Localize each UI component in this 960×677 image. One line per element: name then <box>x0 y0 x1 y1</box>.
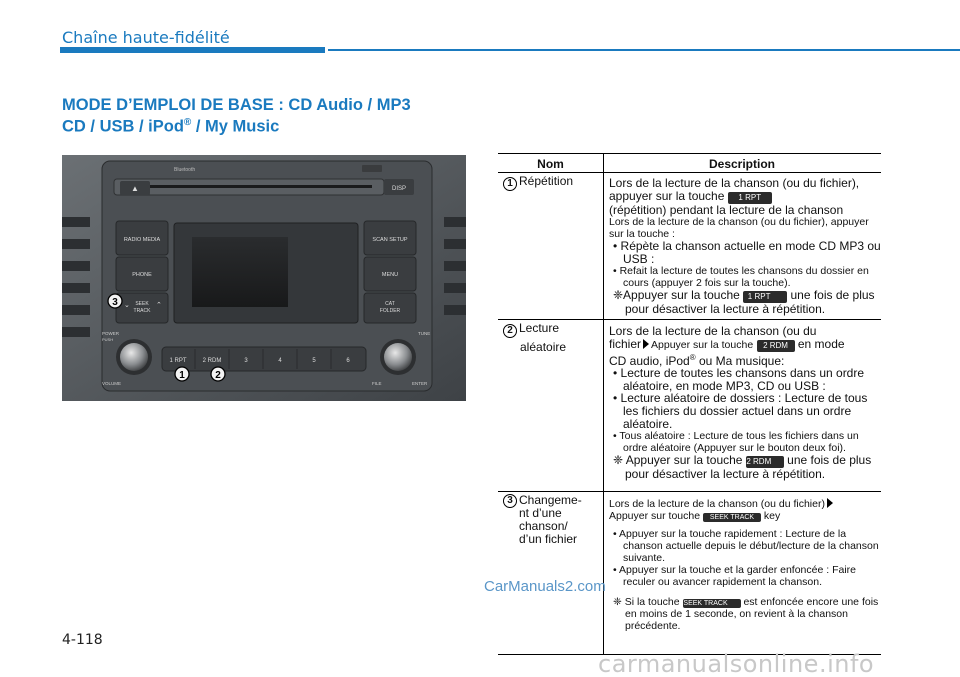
audio-unit-photo: Bluetooth ▲ DISP RADIO MEDIA PHONE SEEK … <box>62 155 466 401</box>
svg-text:TRACK: TRACK <box>134 308 152 314</box>
svg-text:CAT: CAT <box>385 301 395 307</box>
table-column-divider <box>603 153 604 655</box>
svg-text:2: 2 <box>215 370 221 381</box>
svg-text:MENU: MENU <box>382 272 398 278</box>
chapter-title: Chaîne haute-fidélité <box>62 28 230 47</box>
section-title: MODE D’EMPLOI DE BASE : CD Audio / MP3 C… <box>62 96 482 136</box>
section-title-line1: MODE D’EMPLOI DE BASE : CD Audio / MP3 <box>62 96 411 114</box>
watermark: CarManuals2.com <box>484 578 606 595</box>
svg-text:Bluetooth: Bluetooth <box>174 167 195 173</box>
svg-text:FILE: FILE <box>372 381 382 386</box>
svg-text:POWER: POWER <box>102 331 120 336</box>
svg-text:DISP: DISP <box>392 186 406 192</box>
svg-text:⌄: ⌄ <box>124 302 130 309</box>
svg-text:ENTER: ENTER <box>412 381 428 386</box>
section-title-line2: CD / USB / iPod® / My Music <box>62 117 280 136</box>
row-divider <box>498 491 881 492</box>
svg-text:3: 3 <box>244 358 248 364</box>
seek-track-button-icon: SEEK TRACK <box>682 599 741 608</box>
svg-text:FOLDER: FOLDER <box>380 308 401 314</box>
svg-text:SEEK: SEEK <box>135 301 149 307</box>
svg-text:SCAN SETUP: SCAN SETUP <box>372 237 407 243</box>
row-description: Lors de la lecture de la chanson (ou du … <box>609 498 879 632</box>
svg-text:3: 3 <box>112 297 118 308</box>
svg-text:VOLUME: VOLUME <box>102 381 121 386</box>
row-description: Lors de la lecture de la chanson (ou du … <box>609 176 881 317</box>
svg-text:▲: ▲ <box>131 184 139 193</box>
svg-text:⌃: ⌃ <box>156 301 162 309</box>
arrow-right-icon <box>826 498 833 508</box>
svg-text:1: 1 <box>179 370 185 381</box>
table-bottom-border <box>498 654 881 655</box>
rdm-button-icon: 2 RDM <box>756 339 795 352</box>
rpt-button-icon: 1 RPT <box>743 291 788 304</box>
svg-text:5: 5 <box>312 358 316 364</box>
svg-text:1 RPT: 1 RPT <box>169 358 186 364</box>
arrow-right-icon <box>643 338 650 349</box>
row-divider <box>498 319 881 320</box>
rpt-button-icon: 1 RPT <box>727 191 772 204</box>
svg-text:RADIO MEDIA: RADIO MEDIA <box>124 237 161 243</box>
seek-track-button-icon: SEEK TRACK <box>702 513 761 522</box>
header-bar-thin <box>328 49 960 51</box>
row-description: Lors de la lecture de la chanson (ou du … <box>609 324 872 482</box>
header-bar-thick <box>60 47 325 53</box>
col-nom-header: Nom <box>537 157 564 171</box>
svg-text:PUSH: PUSH <box>102 337 113 342</box>
row-name: 3 Changeme-nt d’une chanson/ d’un fichie… <box>503 494 601 546</box>
table-header: Nom Description <box>498 153 881 173</box>
col-description-header: Description <box>708 157 775 171</box>
svg-text:6: 6 <box>346 358 350 364</box>
svg-text:4: 4 <box>278 358 282 364</box>
svg-text:TUNE: TUNE <box>418 331 430 336</box>
footer-watermark: carmanualsonline.info <box>598 650 875 677</box>
svg-text:2 RDM: 2 RDM <box>203 358 222 364</box>
svg-text:PHONE: PHONE <box>132 272 152 278</box>
description-table: Nom Description <box>498 153 881 173</box>
page-number: 4-118 <box>62 632 103 648</box>
rdm-button-icon: 2 RDM <box>745 456 784 469</box>
